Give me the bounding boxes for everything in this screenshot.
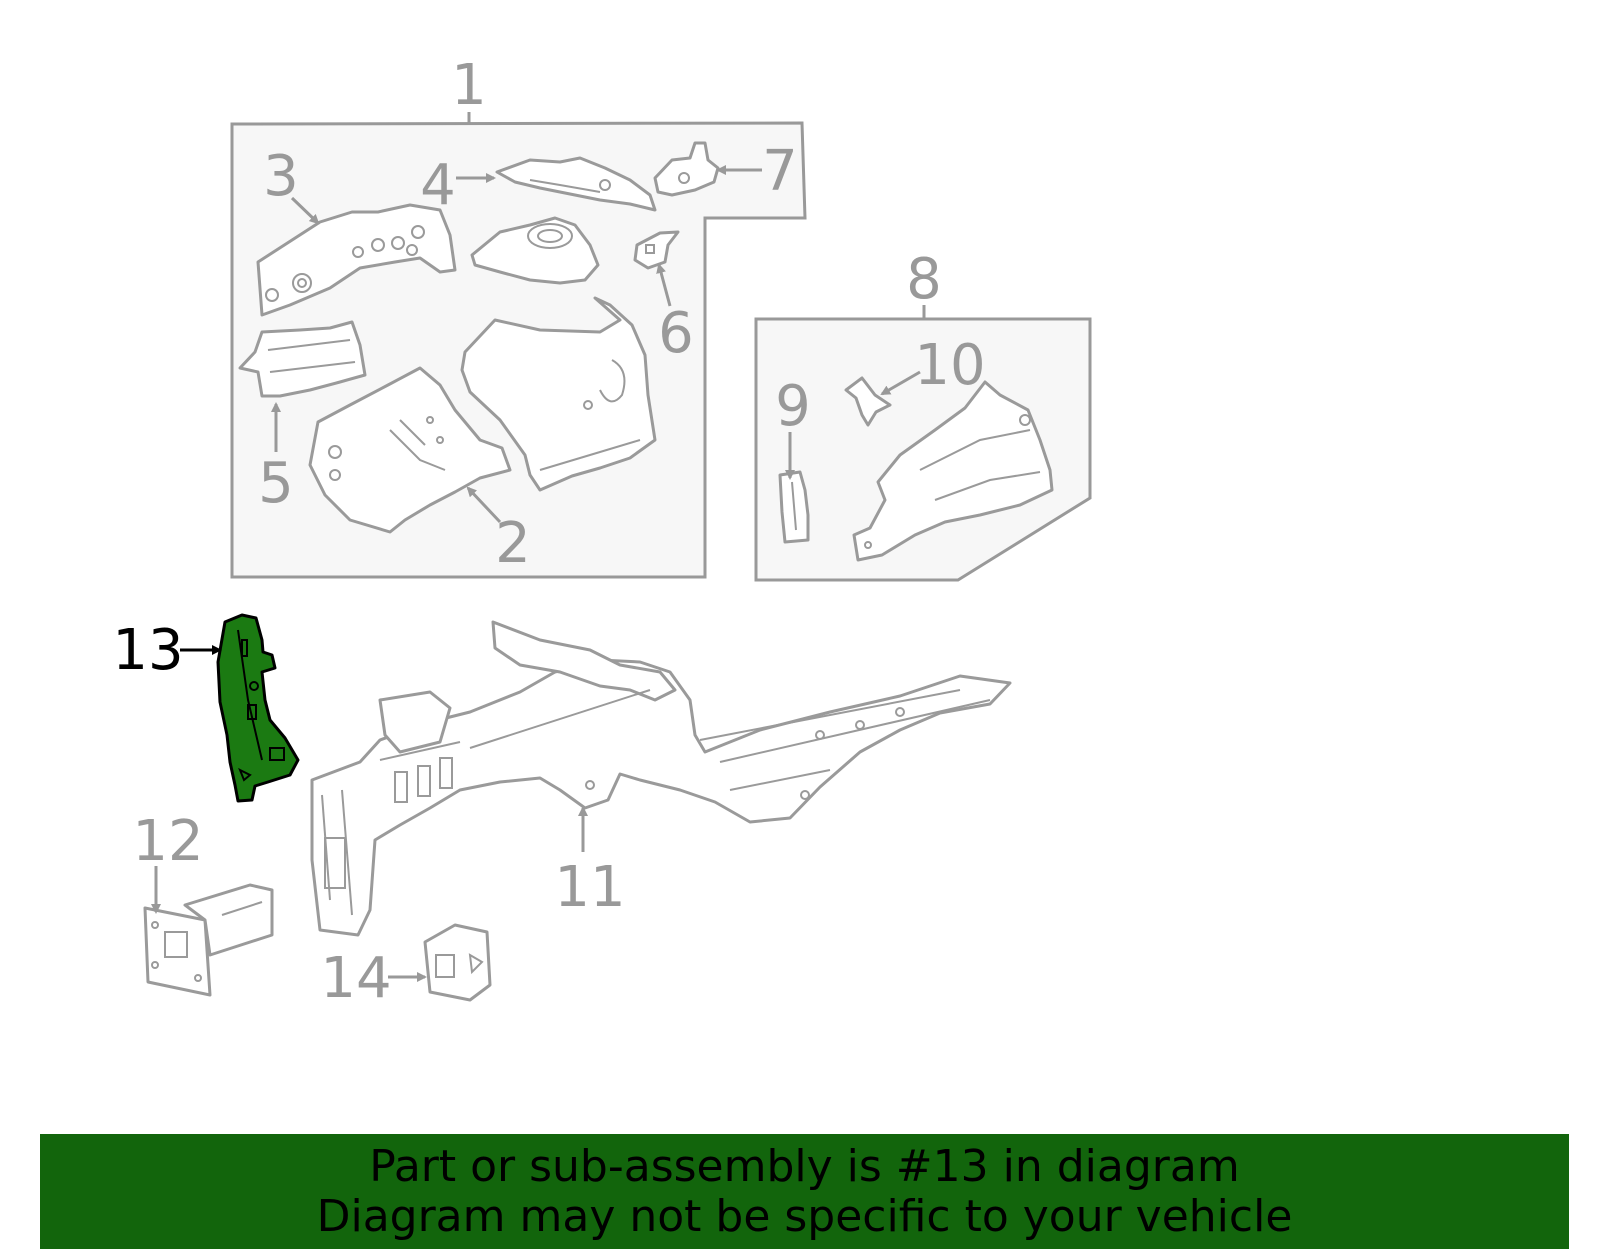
- callout-5: 5: [258, 451, 294, 516]
- info-banner: Part or sub-assembly is #13 in diagram D…: [40, 1134, 1569, 1249]
- callout-8: 8: [906, 247, 942, 312]
- callout-10: 10: [914, 333, 985, 398]
- part-3-drawing[interactable]: [256, 203, 457, 317]
- callout-6: 6: [658, 301, 694, 366]
- strut-mount-drawing: [470, 216, 600, 285]
- part-14-drawing[interactable]: [423, 923, 492, 1002]
- apron-reinforcement-drawing: [852, 380, 1054, 562]
- callout-13: 13: [112, 618, 183, 683]
- part-4-drawing[interactable]: [495, 156, 657, 212]
- part-10-drawing[interactable]: [844, 376, 892, 427]
- part-12-drawing[interactable]: [143, 883, 274, 997]
- callout-7: 7: [762, 139, 798, 204]
- callout-12: 12: [132, 809, 203, 874]
- part-7-drawing[interactable]: [653, 141, 720, 197]
- callout-9: 9: [775, 374, 811, 439]
- part-2-drawing[interactable]: [308, 366, 512, 534]
- part-9-drawing[interactable]: [778, 470, 810, 544]
- part-5-drawing[interactable]: [238, 320, 367, 398]
- callout-1: 1: [451, 53, 487, 118]
- part-6-drawing[interactable]: [633, 230, 680, 270]
- banner-line-2: Diagram may not be specific to your vehi…: [316, 1190, 1293, 1242]
- part-11-drawing[interactable]: [310, 620, 1012, 937]
- callout-11: 11: [554, 855, 625, 920]
- wheelhouse-drawing: [460, 296, 657, 492]
- callout-14: 14: [320, 946, 391, 1011]
- callout-4: 4: [420, 153, 456, 218]
- part-13-drawing[interactable]: [216, 613, 300, 803]
- callout-2: 2: [495, 511, 531, 576]
- banner-line-1: Part or sub-assembly is #13 in diagram: [369, 1140, 1240, 1192]
